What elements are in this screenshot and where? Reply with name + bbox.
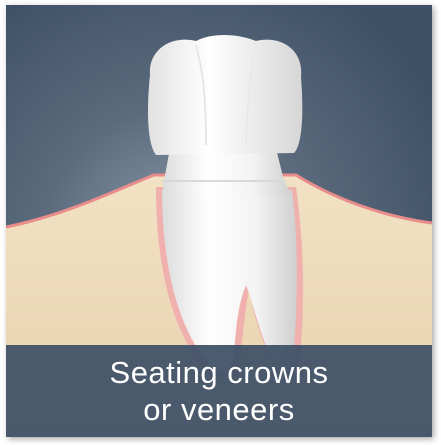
crown-cap — [148, 35, 302, 155]
caption-band: Seating crowns or veneers — [6, 345, 432, 437]
caption-line-1: Seating crowns — [110, 354, 329, 391]
dental-procedure-card[interactable]: Seating crowns or veneers — [6, 5, 432, 437]
caption-line-2: or veneers — [143, 391, 294, 428]
